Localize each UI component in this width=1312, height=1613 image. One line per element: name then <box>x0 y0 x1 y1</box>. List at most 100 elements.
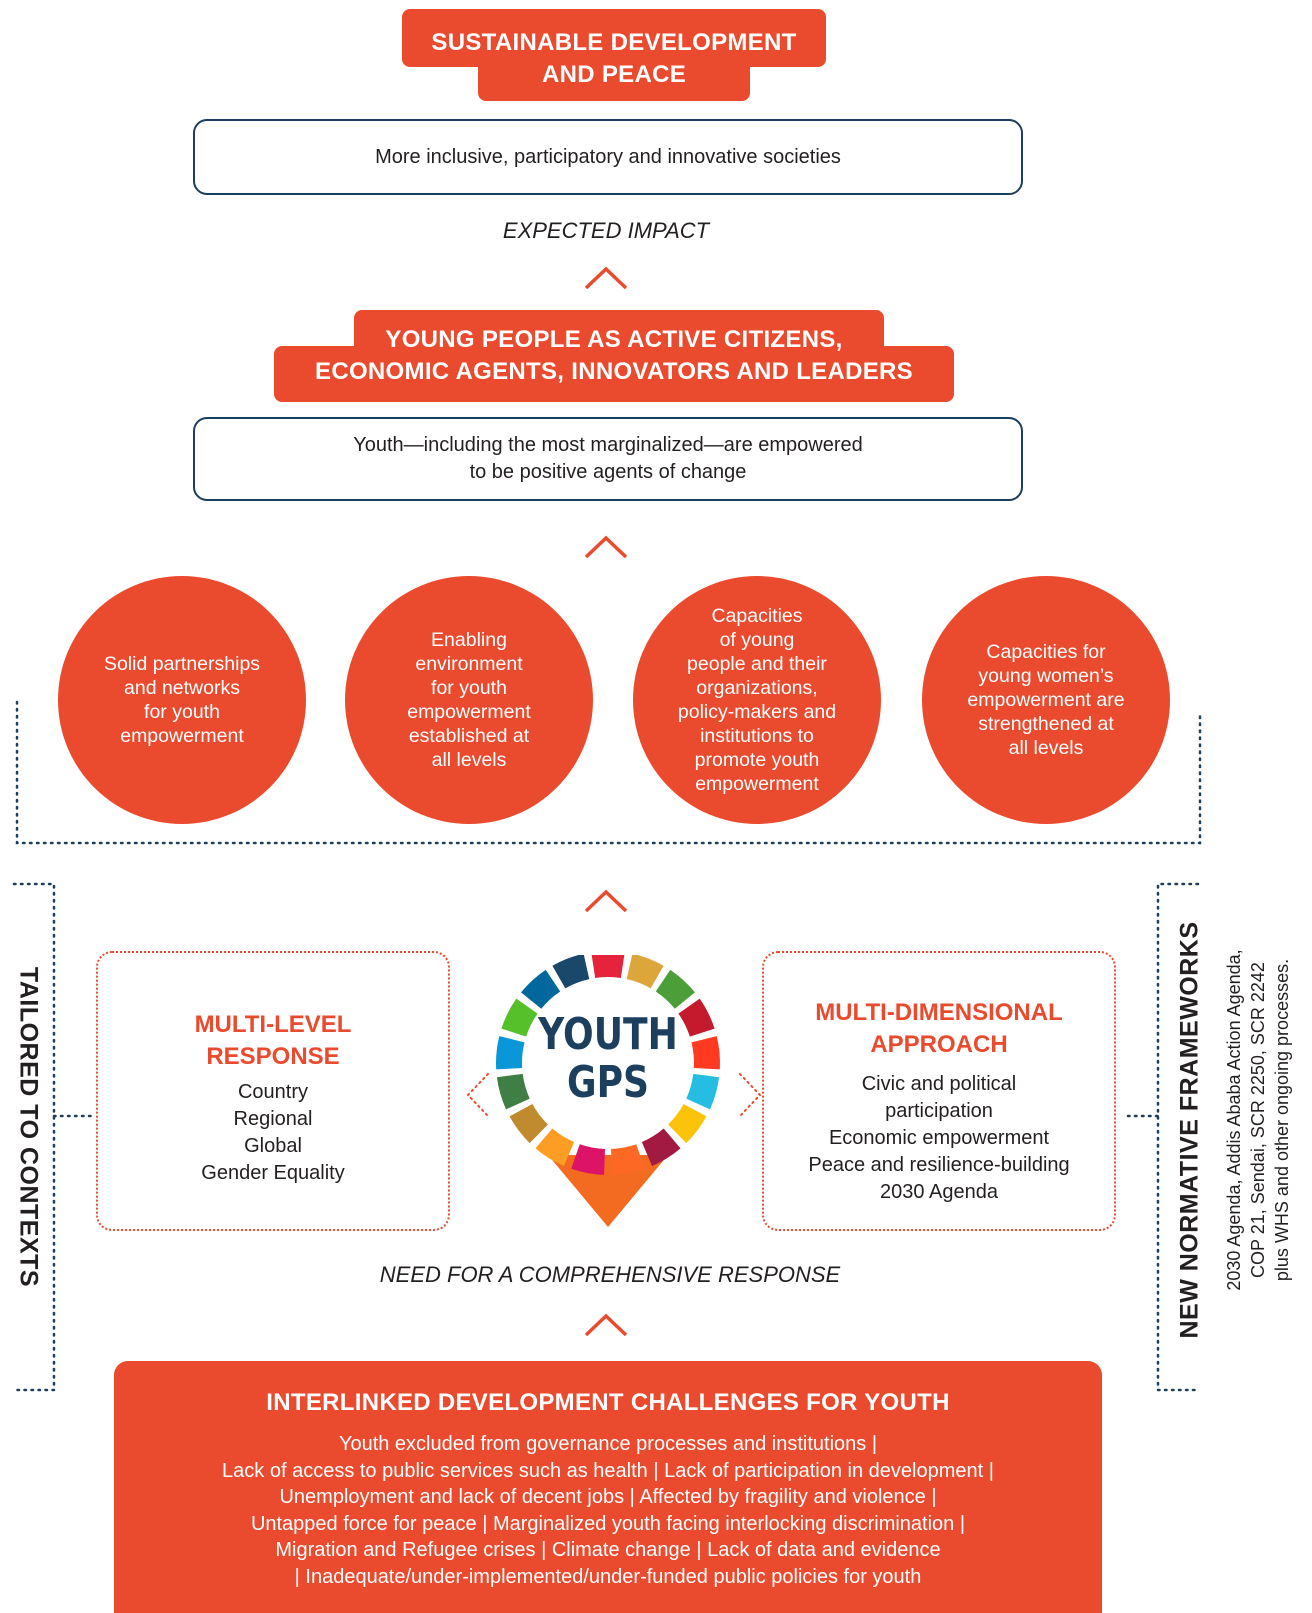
challenge-line: Unemployment and lack of decent jobs | A… <box>279 1486 937 1508</box>
multi-level-title-line1: MULTI-LEVEL <box>194 1011 352 1038</box>
impact-box: More inclusive, participatory and innova… <box>193 119 1023 195</box>
top-title-line2: AND PEACE <box>541 61 687 88</box>
outcome-line: Capacities for <box>986 641 1106 663</box>
outcome-line: and networks <box>124 677 240 699</box>
outcome-line: Enabling <box>431 629 507 651</box>
outcomes-bracket <box>15 700 1202 845</box>
new-normative-frameworks-label: NEW NORMATIVE FRAMEWORKS <box>1170 900 1210 1360</box>
multi-level-item: Country <box>237 1081 309 1103</box>
outcome-line: Capacities <box>711 605 803 627</box>
outcome-line: people and their <box>687 653 827 675</box>
logo-ring-segment <box>626 953 664 989</box>
multi-level-title-line2: RESPONSE <box>206 1043 340 1070</box>
top-title-text: SUSTAINABLE DEVELOPMENT AND PEACE <box>402 27 826 91</box>
mid-title-bg-wide <box>274 346 954 402</box>
logo-ring-segment <box>496 1036 525 1070</box>
outcome-line: empowerment <box>695 773 819 795</box>
frameworks-line3: plus WHS and other ongoing processes. <box>1272 958 1292 1282</box>
challenge-line: Migration and Refugee crises | Climate c… <box>275 1539 941 1561</box>
logo-ring-segment <box>535 1128 575 1166</box>
multi-level-item: Global <box>244 1135 302 1157</box>
outcome-line: policy-makers and <box>677 701 837 723</box>
multi-level-item: Regional <box>233 1108 313 1130</box>
side-right-text: NEW NORMATIVE FRAMEWORKS <box>1175 921 1204 1339</box>
logo-ring-segment <box>611 1144 645 1175</box>
logo-ring-segment <box>521 969 561 1009</box>
outcome-circle-enabling-environment: Enabling environment for youth empowerme… <box>345 576 593 824</box>
right-frameworks-bracket <box>1126 882 1200 1392</box>
multi-dimensional-item: Civic and political <box>861 1073 1017 1095</box>
outcome-circle-young-women: Capacities for young women’s empowerment… <box>922 576 1170 824</box>
logo-ring-segment <box>691 1036 720 1070</box>
outcome-line: environment <box>415 653 523 675</box>
tailored-to-contexts-label: TAILORED TO CONTEXTS <box>8 957 48 1297</box>
logo-ring-segment <box>591 951 625 978</box>
outcome-circle-partnerships: Solid partnerships and networks for yout… <box>58 576 306 824</box>
logo-pin-tip <box>548 1155 668 1227</box>
frameworks-line1: 2030 Agenda, Addis Ababa Action Agenda, <box>1224 949 1244 1291</box>
logo-ring-segment <box>678 998 715 1037</box>
top-title-line1: SUSTAINABLE DEVELOPMENT <box>431 29 797 56</box>
mid-title-text: YOUNG PEOPLE AS ACTIVE CITIZENS, ECONOMI… <box>274 324 954 388</box>
outcome-line: empowerment <box>120 725 244 747</box>
multi-dimensional-item: Economic empowerment <box>828 1127 1050 1149</box>
mid-title: YOUNG PEOPLE AS ACTIVE CITIZENS, ECONOMI… <box>274 310 954 402</box>
impact-box-text: More inclusive, participatory and innova… <box>375 145 841 168</box>
mid-title-line1: YOUNG PEOPLE AS ACTIVE CITIZENS, <box>385 326 843 353</box>
need-comprehensive-response-label: NEED FOR A COMPREHENSIVE RESPONSE <box>379 1262 841 1287</box>
youth-gps-pin-icon <box>496 951 720 1227</box>
youth-box-line1: Youth—including the most marginalized—ar… <box>353 434 863 456</box>
youth-box-line2: to be positive agents of change <box>469 461 747 483</box>
logo-ring-segment <box>501 998 538 1037</box>
multi-dimensional-item: 2030 Agenda <box>880 1181 998 1203</box>
top-title-bg-tab <box>478 29 750 101</box>
outcome-line: for youth <box>144 701 220 723</box>
logo-inner-circle <box>526 981 690 1145</box>
right-connector-arrow <box>739 1073 762 1117</box>
outcome-line: all levels <box>431 749 507 771</box>
logo-text: YOUTH GPS <box>510 1011 707 1107</box>
outcome-line: promote youth <box>694 749 820 771</box>
multi-level-response-box: MULTI-LEVEL RESPONSE Country Regional Gl… <box>96 951 450 1231</box>
multi-dimensional-approach-box: MULTI-DIMENSIONAL APPROACH Civic and pol… <box>762 951 1116 1231</box>
logo-line2: GPS <box>566 1057 650 1108</box>
top-title: SUSTAINABLE DEVELOPMENT AND PEACE <box>402 9 826 101</box>
outcome-line: for youth <box>431 677 507 699</box>
logo-ring-segment <box>509 1103 548 1144</box>
challenge-line: Youth excluded from governance processes… <box>338 1433 878 1455</box>
frameworks-line2: COP 21, Sendai, SCR 2250, SCR 2242 <box>1248 962 1268 1278</box>
outcome-line: empowerment are <box>967 689 1125 711</box>
side-left-text: TAILORED TO CONTEXTS <box>14 966 43 1288</box>
outcome-line: institutions to <box>700 725 814 747</box>
left-connector-arrow <box>466 1073 489 1117</box>
chevron-up-icon <box>583 888 629 914</box>
chevron-up-icon <box>583 265 629 291</box>
youth-gps-logo: YOUTH GPS <box>488 951 728 1235</box>
youth-empowered-box: Youth—including the most marginalized—ar… <box>193 417 1023 501</box>
logo-ring-segment <box>496 1073 530 1110</box>
logo-ring-segment <box>571 1144 605 1175</box>
chevron-up-icon <box>583 1312 629 1338</box>
multi-dimensional-title-line2: APPROACH <box>870 1031 1008 1058</box>
outcome-line: all levels <box>1008 737 1084 759</box>
logo-ring-segment <box>552 953 590 989</box>
multi-dimensional-item: Peace and resilience-building <box>808 1154 1070 1176</box>
logo-ring-segment <box>668 1103 707 1144</box>
challenge-line: Lack of access to public services such a… <box>222 1459 994 1482</box>
multi-dimensional-item: participation <box>885 1100 993 1122</box>
logo-line1: YOUTH <box>538 1009 678 1060</box>
outcome-line: strengthened at <box>978 713 1114 735</box>
multi-dimensional-title-line1: MULTI-DIMENSIONAL <box>815 999 1063 1026</box>
outcome-line: empowerment <box>407 701 531 723</box>
mid-title-line2: ECONOMIC AGENTS, INNOVATORS AND LEADERS <box>315 358 913 385</box>
outcome-circle-capacities-young-people: Capacities of young people and their org… <box>633 576 881 824</box>
outcome-line: established at <box>408 725 530 747</box>
expected-impact-label: EXPECTED IMPACT <box>502 218 710 243</box>
outcome-line: young women’s <box>978 665 1114 687</box>
challenges-title: INTERLINKED DEVELOPMENT CHALLENGES FOR Y… <box>266 1389 950 1416</box>
outcome-line: Solid partnerships <box>103 653 261 675</box>
challenges-box: INTERLINKED DEVELOPMENT CHALLENGES FOR Y… <box>114 1361 1102 1613</box>
logo-ring-segment <box>641 1128 681 1166</box>
frameworks-detail: 2030 Agenda, Addis Ababa Action Agenda, … <box>1218 900 1298 1360</box>
logo-ring-segment <box>655 969 695 1009</box>
